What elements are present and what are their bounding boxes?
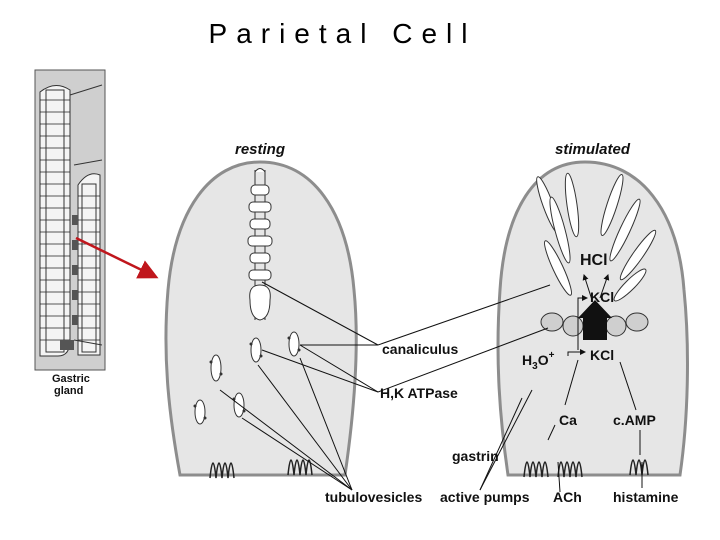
gastric-gland-inset	[34, 69, 106, 371]
histamine-label: histamine	[613, 489, 679, 505]
resting-cell	[164, 160, 358, 479]
camp-label: c.AMP	[613, 412, 656, 428]
stimulated-heading: stimulated	[555, 141, 631, 158]
resting-heading: resting	[235, 141, 285, 158]
canaliculus-label: canaliculus	[382, 341, 458, 357]
hk-atpase-label: H,K ATPase	[380, 385, 458, 401]
red-pointer-arrow	[75, 236, 159, 279]
gastrin-label: gastrin	[452, 448, 499, 464]
hcl-label: HCl	[580, 252, 608, 269]
active-pumps-label: active pumps	[440, 489, 530, 505]
ach-label: ACh	[553, 489, 582, 505]
gland-label-line1: Gastric	[52, 373, 90, 385]
page-title: Parietal Cell	[208, 18, 477, 49]
kcl-bottom-label: KCl	[590, 347, 614, 363]
kcl-top-label: KCl	[590, 289, 614, 305]
stimulated-cell	[496, 160, 689, 478]
gland-label-line2: gland	[54, 385, 83, 397]
h3o-label: H3O+	[522, 350, 555, 372]
leader-lines	[219, 281, 643, 493]
ca-label: Ca	[559, 412, 577, 428]
tubulovesicles-label: tubulovesicles	[325, 489, 422, 505]
